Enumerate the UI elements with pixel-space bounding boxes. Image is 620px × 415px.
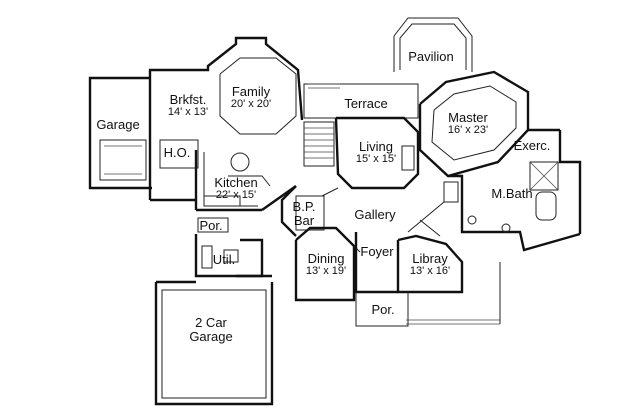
room-foyer-name: Foyer [360, 243, 394, 259]
room-ho: H.O. [163, 144, 191, 160]
room-library-name: Libray [412, 251, 448, 267]
room-breakfast-name: Brkfst. [169, 92, 207, 108]
room-garage-left: Garage [96, 116, 140, 132]
room-dining-dims: 13' x 19' [305, 265, 347, 278]
garage-left-walls [88, 76, 152, 190]
room-foyer: Foyer [360, 243, 394, 259]
room-utility: Util. [212, 251, 236, 267]
room-master: Master 16' x 23' [448, 111, 488, 137]
room-pavilion-name: Pavilion [408, 48, 454, 64]
room-pavilion: Pavilion [408, 48, 454, 64]
room-master-name: Master [448, 110, 488, 126]
room-porch-front: Por. [371, 301, 395, 317]
family-wing-walls [148, 36, 304, 212]
room-ho-name: H.O. [163, 144, 191, 160]
two-car-garage-walls [154, 274, 274, 406]
porch-walls [197, 217, 501, 327]
room-dining-name: Dining [307, 251, 345, 267]
room-kitchen-name: Kitchen [214, 175, 258, 191]
room-family: Family 20' x 20' [231, 85, 271, 111]
room-gallery: Gallery [354, 206, 396, 222]
room-master-dims: 16' x 23' [447, 124, 489, 137]
room-two-car-garage-name: 2 Car Garage [189, 314, 233, 344]
room-family-name: Family [231, 84, 271, 100]
room-bp-bar-name: B.P. Bar [292, 198, 316, 228]
pavilion-walls [393, 17, 473, 72]
room-library-dims: 13' x 16' [409, 265, 451, 278]
room-garage-left-name: Garage [96, 116, 140, 132]
room-living-dims: 15' x 15' [355, 153, 397, 166]
room-kitchen: Kitchen 22' x 15' [214, 176, 257, 202]
room-gallery-name: Gallery [354, 206, 396, 222]
master-walls [418, 70, 582, 252]
room-dining: Dining 13' x 19' [306, 252, 346, 278]
room-utility-name: Util. [212, 251, 236, 267]
room-exercise-name: Exerc. [513, 137, 551, 153]
room-breakfast-dims: 14' x 13' [167, 106, 209, 119]
room-porch-side-name: Por. [199, 217, 223, 233]
room-living-name: Living [359, 139, 393, 155]
room-two-car-garage: 2 Car Garage [189, 314, 233, 344]
room-terrace-name: Terrace [344, 95, 388, 111]
room-library: Libray 13' x 16' [410, 252, 450, 278]
room-terrace: Terrace [344, 95, 388, 111]
stairs [303, 121, 335, 167]
room-exercise: Exerc. [513, 137, 551, 153]
room-family-dims: 20' x 20' [230, 98, 272, 111]
room-porch-side: Por. [199, 217, 223, 233]
room-porch-front-name: Por. [371, 301, 395, 317]
living-walls [334, 116, 420, 190]
room-master-bath-name: M.Bath [491, 185, 533, 201]
room-master-bath: M.Bath [491, 185, 533, 201]
room-breakfast: Brkfst. 14' x 13' [168, 93, 208, 119]
room-bp-bar: B.P. Bar [292, 198, 316, 228]
central-walls [280, 185, 464, 302]
room-living: Living 15' x 15' [356, 140, 396, 166]
room-kitchen-dims: 22' x 15' [215, 189, 257, 202]
